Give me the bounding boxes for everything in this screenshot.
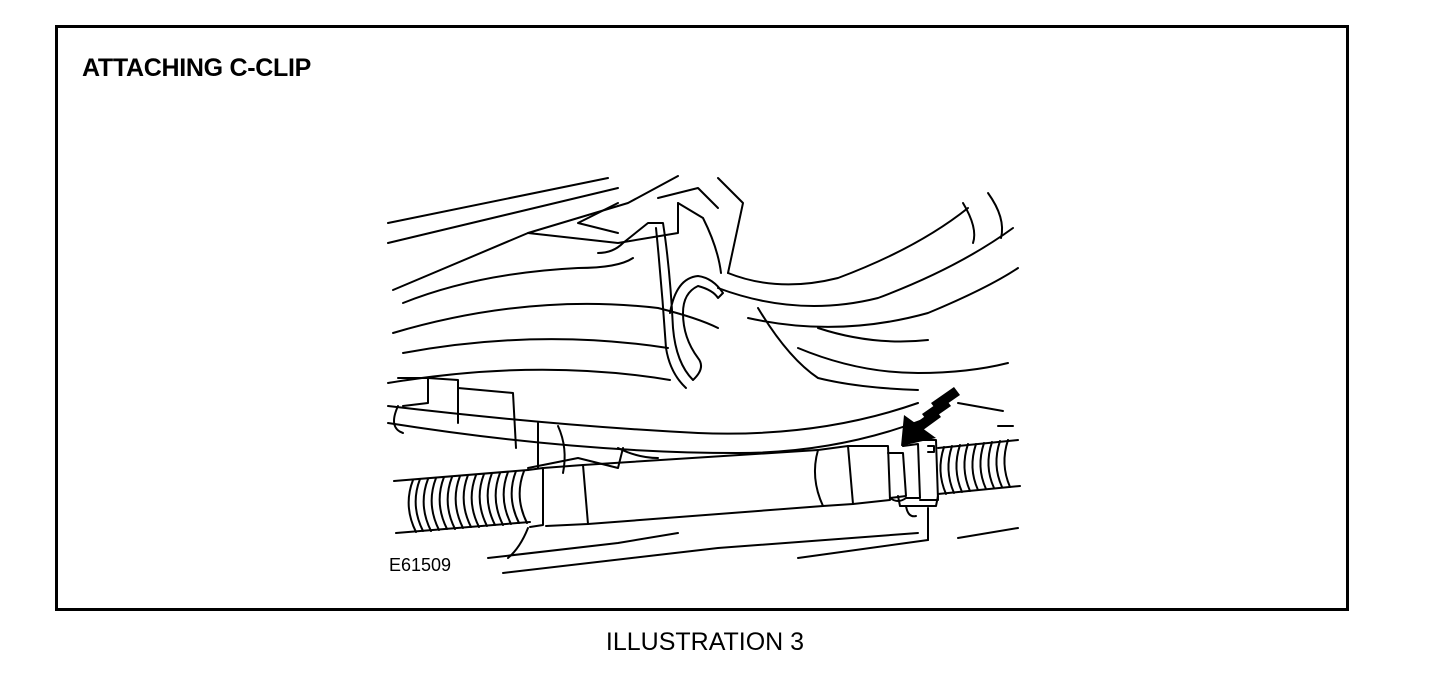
illustration-frame: ATTACHING C-CLIP bbox=[55, 25, 1349, 611]
left-corrugated-hose bbox=[393, 469, 531, 534]
quick-connect-fitting bbox=[887, 439, 939, 518]
ground-lines bbox=[487, 507, 1019, 574]
line-drawing bbox=[387, 175, 1021, 574]
dashed-arrow-icon bbox=[901, 387, 960, 446]
right-corrugated-hose bbox=[937, 439, 1021, 495]
figure-reference-code: E61509 bbox=[389, 555, 452, 575]
illustration-title: ATTACHING C-CLIP bbox=[82, 54, 311, 82]
chassis-bracket bbox=[393, 377, 1014, 474]
figure-caption: ILLUSTRATION 3 bbox=[605, 628, 805, 656]
c-clip-bracket bbox=[597, 202, 724, 389]
connector-tube bbox=[527, 445, 891, 528]
